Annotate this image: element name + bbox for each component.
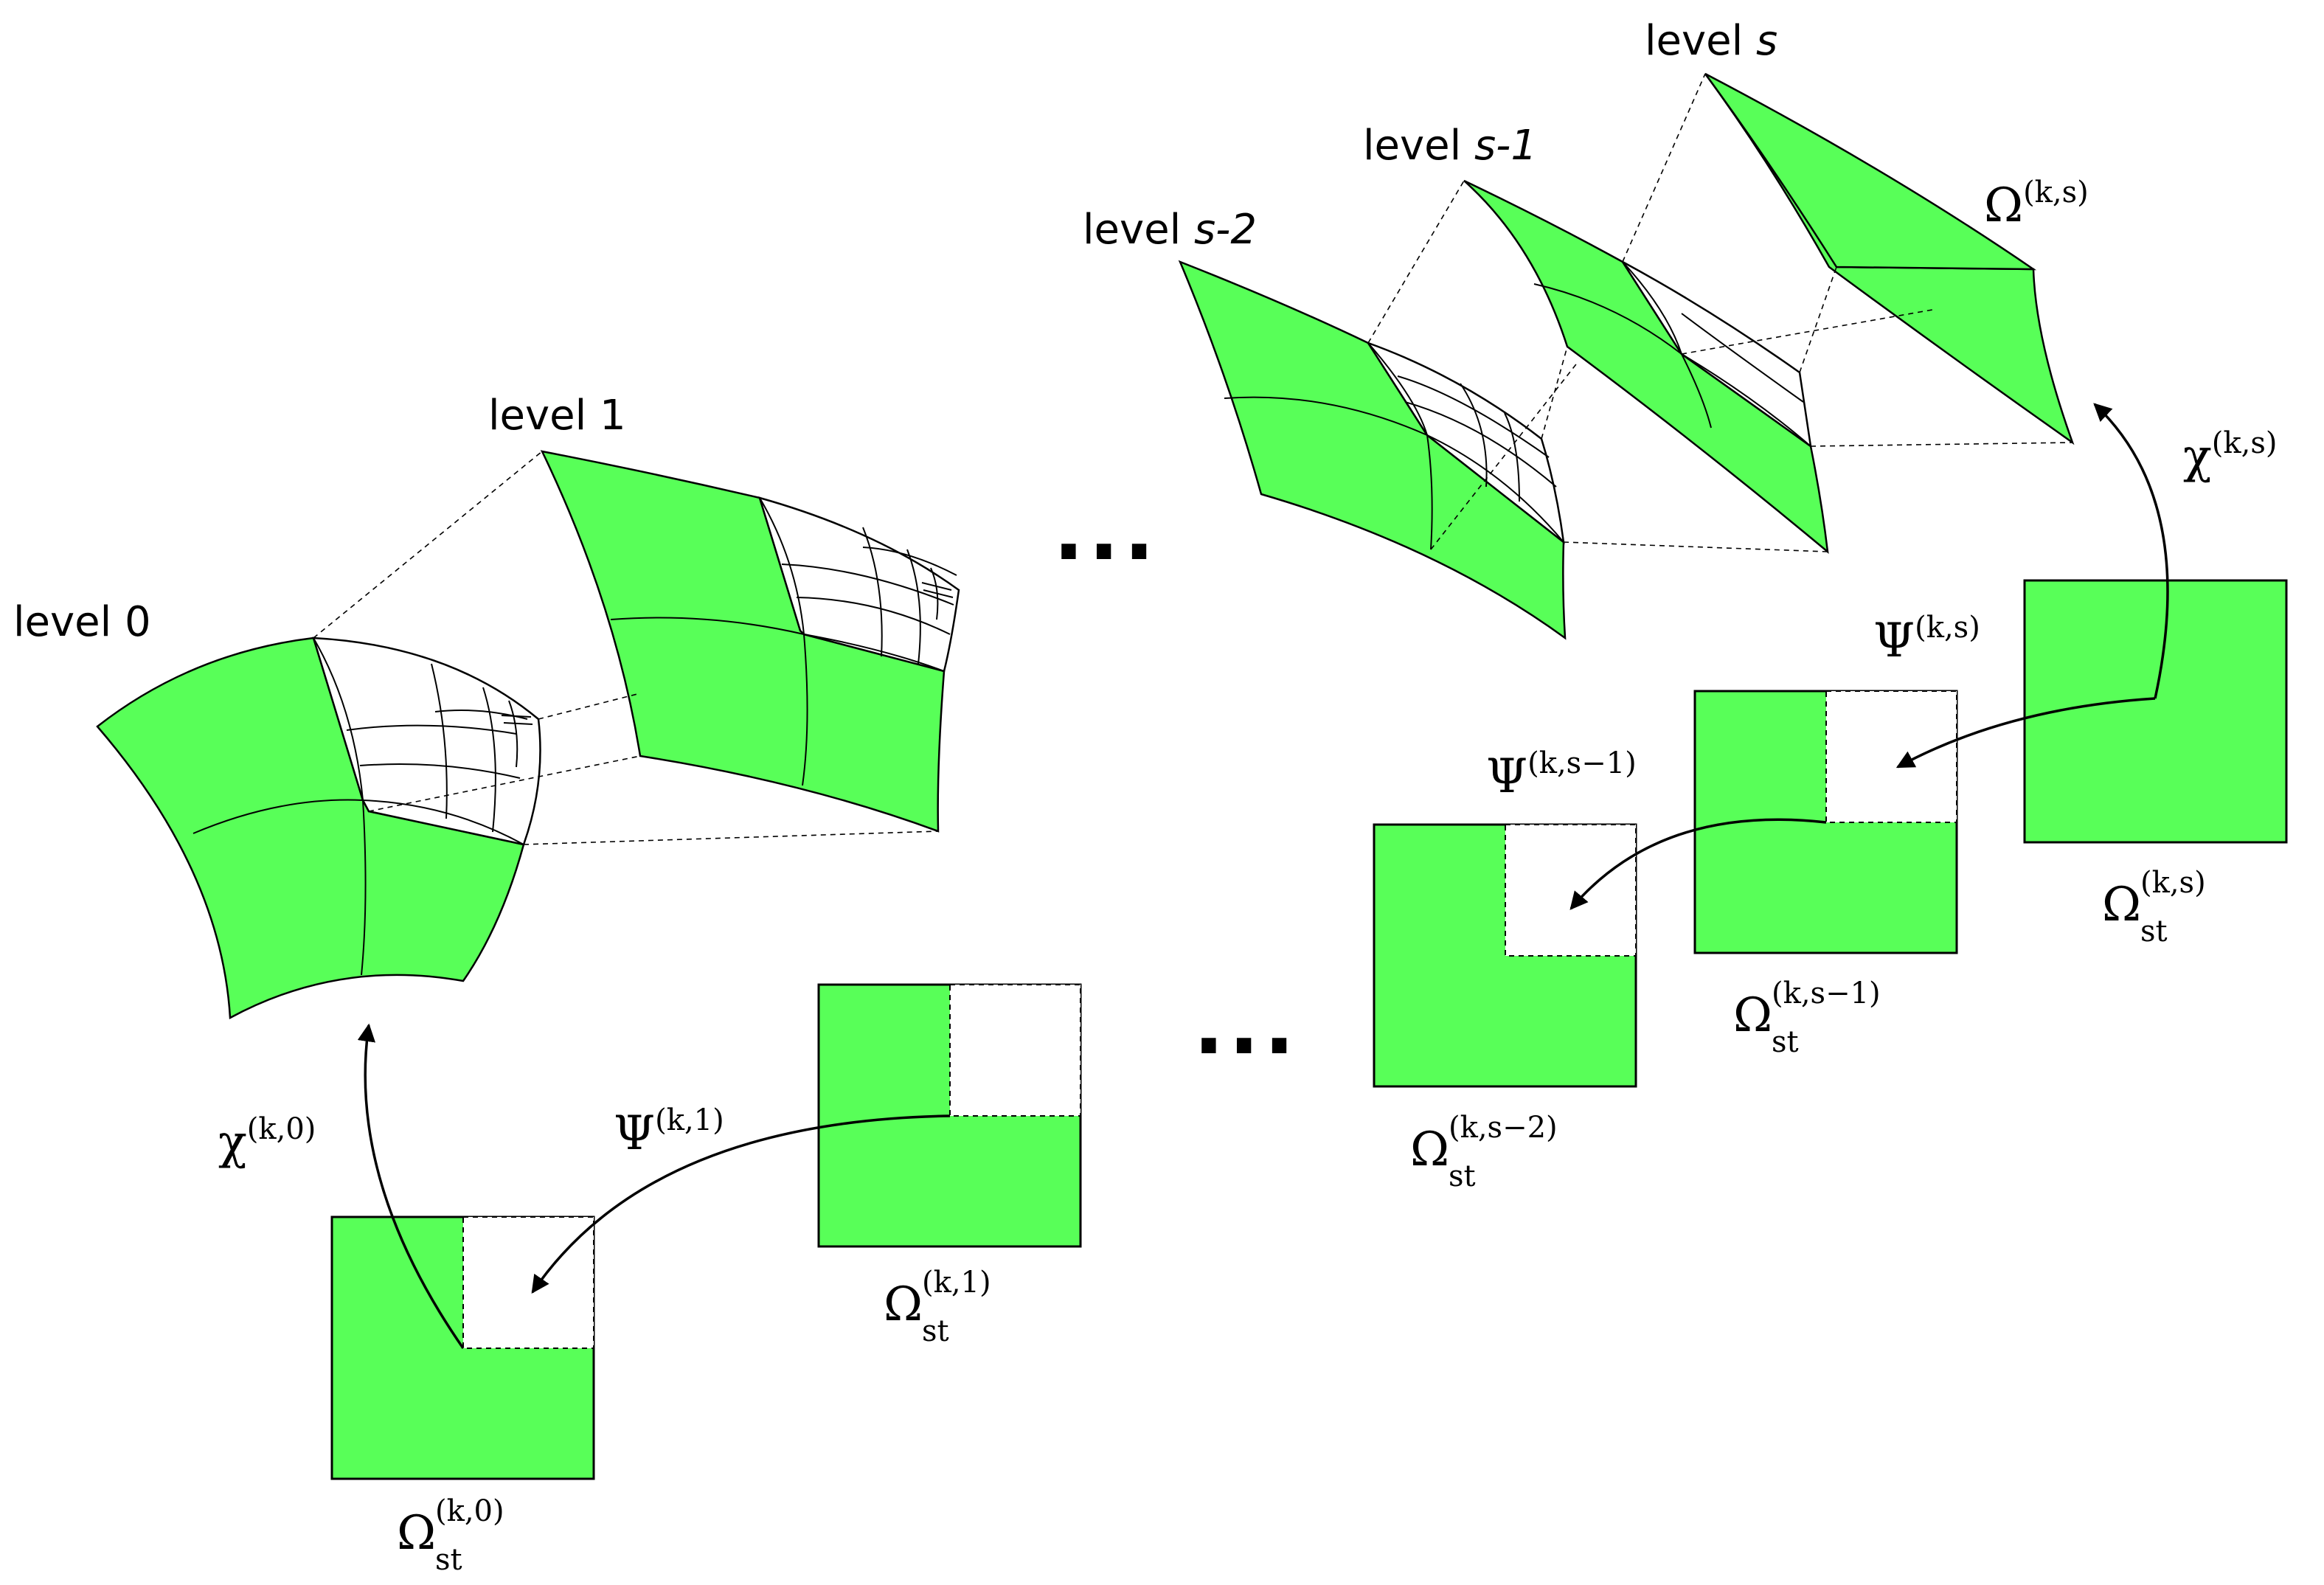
level-0-label: level 0: [13, 598, 151, 646]
right-level-connectors: [1367, 73, 2073, 552]
level-1-patch: [540, 450, 960, 833]
square-k0: [330, 1215, 595, 1480]
omega-st-ks1-label: Ω (k,s−1) st: [1733, 977, 1881, 1059]
svg-text:(k,s): (k,s): [2140, 866, 2206, 900]
psi-ks1-arrow: [1569, 818, 1827, 910]
psi-ks-arrow: [1895, 697, 2156, 769]
psi-ks-label: Ψ(k,s): [1873, 611, 1980, 668]
level-s-label: level s: [1645, 17, 1777, 65]
svg-text:st: st: [922, 1314, 949, 1348]
svg-text:Ω: Ω: [884, 1277, 923, 1332]
svg-text:st: st: [1449, 1159, 1476, 1193]
psi-k1-label: Ψ(k,1): [614, 1103, 724, 1161]
level-s1-patch: [1463, 179, 1829, 554]
svg-text:(k,s−2): (k,s−2): [1449, 1111, 1558, 1145]
level-0-patch: [96, 637, 541, 1020]
svg-text:Ω: Ω: [397, 1506, 436, 1561]
svg-text:st: st: [2140, 915, 2168, 948]
svg-text:Ω: Ω: [1733, 988, 1772, 1043]
chi-k0-label: χ(k,0): [218, 1112, 316, 1170]
svg-text:Ω: Ω: [2102, 878, 2141, 932]
chi-ks-label: χ(k,s): [2183, 426, 2277, 484]
square-ks: [2023, 579, 2288, 844]
omega-st-ks2-label: Ω (k,s−2) st: [1410, 1111, 1558, 1193]
svg-text:st: st: [435, 1543, 462, 1577]
svg-text:(k,s−1): (k,s−1): [1772, 977, 1881, 1010]
chi-ks-arrow: [2093, 403, 2169, 699]
psi-k1-arrow: [531, 1114, 951, 1294]
square-ks2: [1373, 823, 1637, 1088]
level-1-label: level 1: [488, 392, 626, 440]
omega-st-k1-label: Ω (k,1) st: [884, 1266, 991, 1348]
chi-k0-arrow: [357, 1023, 465, 1349]
level-s2-label: level s-2: [1083, 206, 1257, 254]
level-s1-label: level s-1: [1363, 122, 1537, 170]
level-s-patch: [1704, 72, 2075, 445]
omega-ks-label: Ω(k,s): [1984, 176, 2089, 233]
psi-ks1-label: Ψ(k,s−1): [1486, 746, 1637, 804]
svg-text:Ω: Ω: [1410, 1123, 1449, 1177]
level-s2-patch: [1178, 260, 1567, 640]
omega-st-k0-label: Ω (k,0) st: [397, 1494, 504, 1577]
omega-st-ks-label: Ω (k,s) st: [2102, 866, 2206, 948]
svg-text:(k,1): (k,1): [922, 1266, 991, 1300]
svg-text:st: st: [1772, 1025, 1799, 1059]
svg-text:(k,0): (k,0): [435, 1494, 504, 1528]
level-0-1-connectors: [313, 451, 939, 845]
ellipsis-bottom: ...: [1193, 978, 1299, 1072]
ellipsis-top: ...: [1053, 484, 1159, 578]
